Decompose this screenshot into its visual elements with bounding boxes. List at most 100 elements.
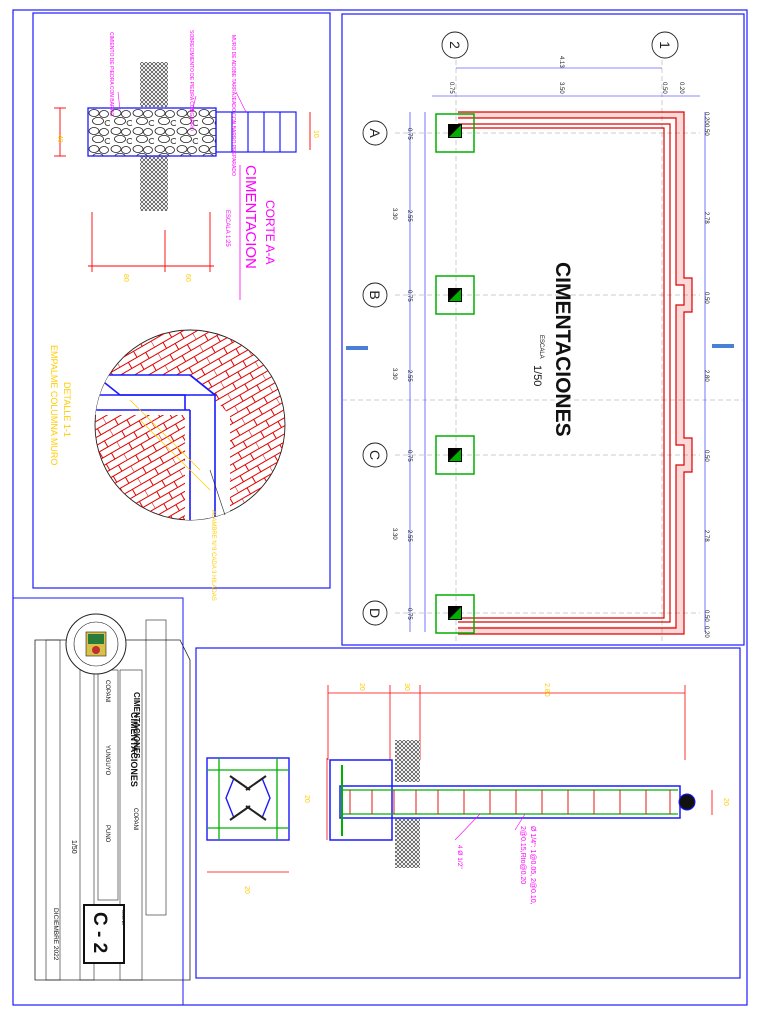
sheet-number: C - 2 bbox=[89, 912, 110, 953]
dim-cross-h: 20 bbox=[303, 795, 310, 803]
dim-span-1: 3.30 bbox=[391, 208, 397, 220]
detail-title: DETALLE 1-1 bbox=[62, 382, 72, 437]
svg-text:2: 2 bbox=[447, 41, 463, 49]
cimiento-stones bbox=[87, 107, 217, 157]
dim-col-a: 20 bbox=[358, 683, 365, 691]
dim-plan-top-1: 3.50 bbox=[558, 82, 564, 94]
footing-d bbox=[435, 594, 475, 634]
column-frame bbox=[195, 647, 741, 979]
section-scale: ESCALA 1:25 bbox=[224, 210, 230, 247]
footing-a bbox=[435, 113, 475, 153]
dim-col-b: 30 bbox=[403, 683, 410, 691]
soil-hatch-top bbox=[140, 62, 168, 107]
institution-logo bbox=[65, 613, 127, 675]
svg-text:C: C bbox=[367, 450, 383, 460]
svg-text:B: B bbox=[367, 290, 383, 299]
svg-text:A: A bbox=[367, 128, 383, 138]
plan-panel: A B C D 1 2 4.13 0.75 bbox=[341, 13, 745, 646]
title-block-location-4: COPANI bbox=[132, 808, 138, 831]
dim-section-w1: 80 bbox=[122, 274, 129, 282]
column-foot bbox=[329, 759, 393, 841]
title-block-frame bbox=[12, 597, 184, 1006]
grid-bubble-c: C bbox=[362, 442, 388, 468]
plan-title: CIMENTACIONES bbox=[551, 262, 574, 437]
dim-right-6: 2.78 bbox=[703, 530, 709, 542]
dim-section-top: 10 bbox=[312, 130, 319, 138]
plan-scale-label: ESCALA bbox=[538, 335, 544, 359]
column-shaft bbox=[339, 785, 681, 819]
sheet-border bbox=[12, 9, 748, 1006]
grid-bubble-a: A bbox=[362, 120, 388, 146]
svg-text:D: D bbox=[367, 608, 383, 618]
title-block-location-3: PUNO bbox=[104, 825, 110, 843]
footing-b bbox=[435, 275, 475, 315]
column-stirrups-label-2: 2@0.15,Rto@0.20 bbox=[519, 826, 526, 884]
title-block-scale: 1/50 bbox=[70, 840, 77, 854]
label-cimiento: CIMIENTO DE PIEDRA CON BARRO bbox=[108, 32, 114, 116]
dim-col-section: 20 bbox=[722, 798, 729, 806]
dim-right-3: 0.50 bbox=[703, 292, 709, 304]
footing-c bbox=[435, 435, 475, 475]
dim-right-4: 2.80 bbox=[703, 370, 709, 382]
lamina-label: LAMINA bbox=[121, 910, 126, 925]
title-block-project: CIMENTACIONES bbox=[132, 692, 141, 759]
column-rebar-label: 4 Ø 1/2" bbox=[456, 845, 463, 869]
dim-plan-top-0: 0.75 bbox=[448, 82, 454, 94]
grid-bubble-2: 2 bbox=[441, 31, 469, 59]
adobe-wall bbox=[215, 111, 297, 153]
section-subtitle: CIMENTACION bbox=[242, 165, 259, 269]
grid-bubble-b: B bbox=[362, 282, 388, 308]
soil-hatch-bottom bbox=[140, 156, 168, 211]
dim-section-w2: 60 bbox=[184, 274, 191, 282]
grid-bubble-1: 1 bbox=[651, 31, 679, 59]
title-block-project-2: CIMENTACIONES bbox=[129, 712, 139, 787]
column-stirrups-label-1: Ø 1/4": 1@0.05, 2@0.10, bbox=[529, 826, 536, 905]
dim-right-0: 0.20 bbox=[703, 112, 709, 124]
dim-right-5: 0.50 bbox=[703, 450, 709, 462]
dim-right-1: 0.50 bbox=[703, 124, 709, 136]
detail-subtitle: EMPALME COLUMNA MURO bbox=[49, 345, 59, 465]
dim-plan-top-3: 0.20 bbox=[678, 82, 684, 94]
title-block-date: DICIEMBRE 2022 bbox=[52, 908, 59, 961]
dim-right-7: 0.50 bbox=[703, 610, 709, 622]
section-frame bbox=[32, 12, 331, 589]
dim-col-d: 0.75 bbox=[406, 608, 412, 620]
dim-inner-2: 2.55 bbox=[406, 370, 412, 382]
section-panel: 40 10 80 60 MURO DE ADOBE TARRAJEADO CON… bbox=[32, 12, 331, 601]
column-soil-2 bbox=[395, 818, 420, 868]
detail-1-1 bbox=[94, 329, 286, 521]
dim-inner-3: 2.55 bbox=[406, 530, 412, 542]
dim-col-a: 0.75 bbox=[406, 128, 412, 140]
title-block: CIMENTACIONES CIMENTACIONES COPANI YUNGU… bbox=[12, 597, 191, 1006]
dim-right-8: 0.20 bbox=[703, 626, 709, 638]
dim-cross-w: 20 bbox=[243, 886, 250, 894]
section-dims bbox=[54, 107, 311, 272]
dim-col-c: 0.75 bbox=[406, 450, 412, 462]
plan-frame bbox=[341, 13, 745, 646]
dim-span-2: 3.30 bbox=[391, 368, 397, 380]
dim-span-3: 3.30 bbox=[391, 528, 397, 540]
section-marker-left bbox=[346, 346, 368, 350]
dim-col-b: 0.75 bbox=[406, 290, 412, 302]
dim-plan-top-2: 0.50 bbox=[661, 82, 667, 94]
title-block-location-1: COPANI bbox=[104, 680, 110, 703]
section-title: CORTE A-A bbox=[263, 200, 277, 264]
dim-col-total: 2.80 bbox=[543, 683, 550, 697]
dim-section-height: 40 bbox=[56, 135, 63, 143]
label-sobrecimiento: SOBRECIMIENTO DE PIEDRA CONGARRO bbox=[188, 30, 194, 131]
dim-plan-total: 4.13 bbox=[558, 56, 564, 68]
dim-inner-1: 2.55 bbox=[406, 210, 412, 222]
section-marker-right bbox=[712, 344, 734, 348]
column-soil-1 bbox=[395, 740, 420, 782]
detail-note: ALAMBRE N°8 CADA 3 HILADAS bbox=[210, 510, 216, 601]
column-cross-section bbox=[206, 757, 290, 841]
sheet-number-box bbox=[83, 904, 125, 964]
label-wall: MURO DE ADOBE TARRAJEADO CON BARRO PREPA… bbox=[230, 35, 236, 176]
grid-bubble-d: D bbox=[362, 600, 388, 626]
dim-right-2: 2.78 bbox=[703, 212, 709, 224]
foundation-outline bbox=[458, 111, 693, 635]
plan-scale: 1/50 bbox=[531, 365, 543, 386]
column-panel: 2.80 20 30 20 bbox=[195, 647, 741, 979]
title-block-location-2: YUNGUYO bbox=[104, 745, 110, 776]
